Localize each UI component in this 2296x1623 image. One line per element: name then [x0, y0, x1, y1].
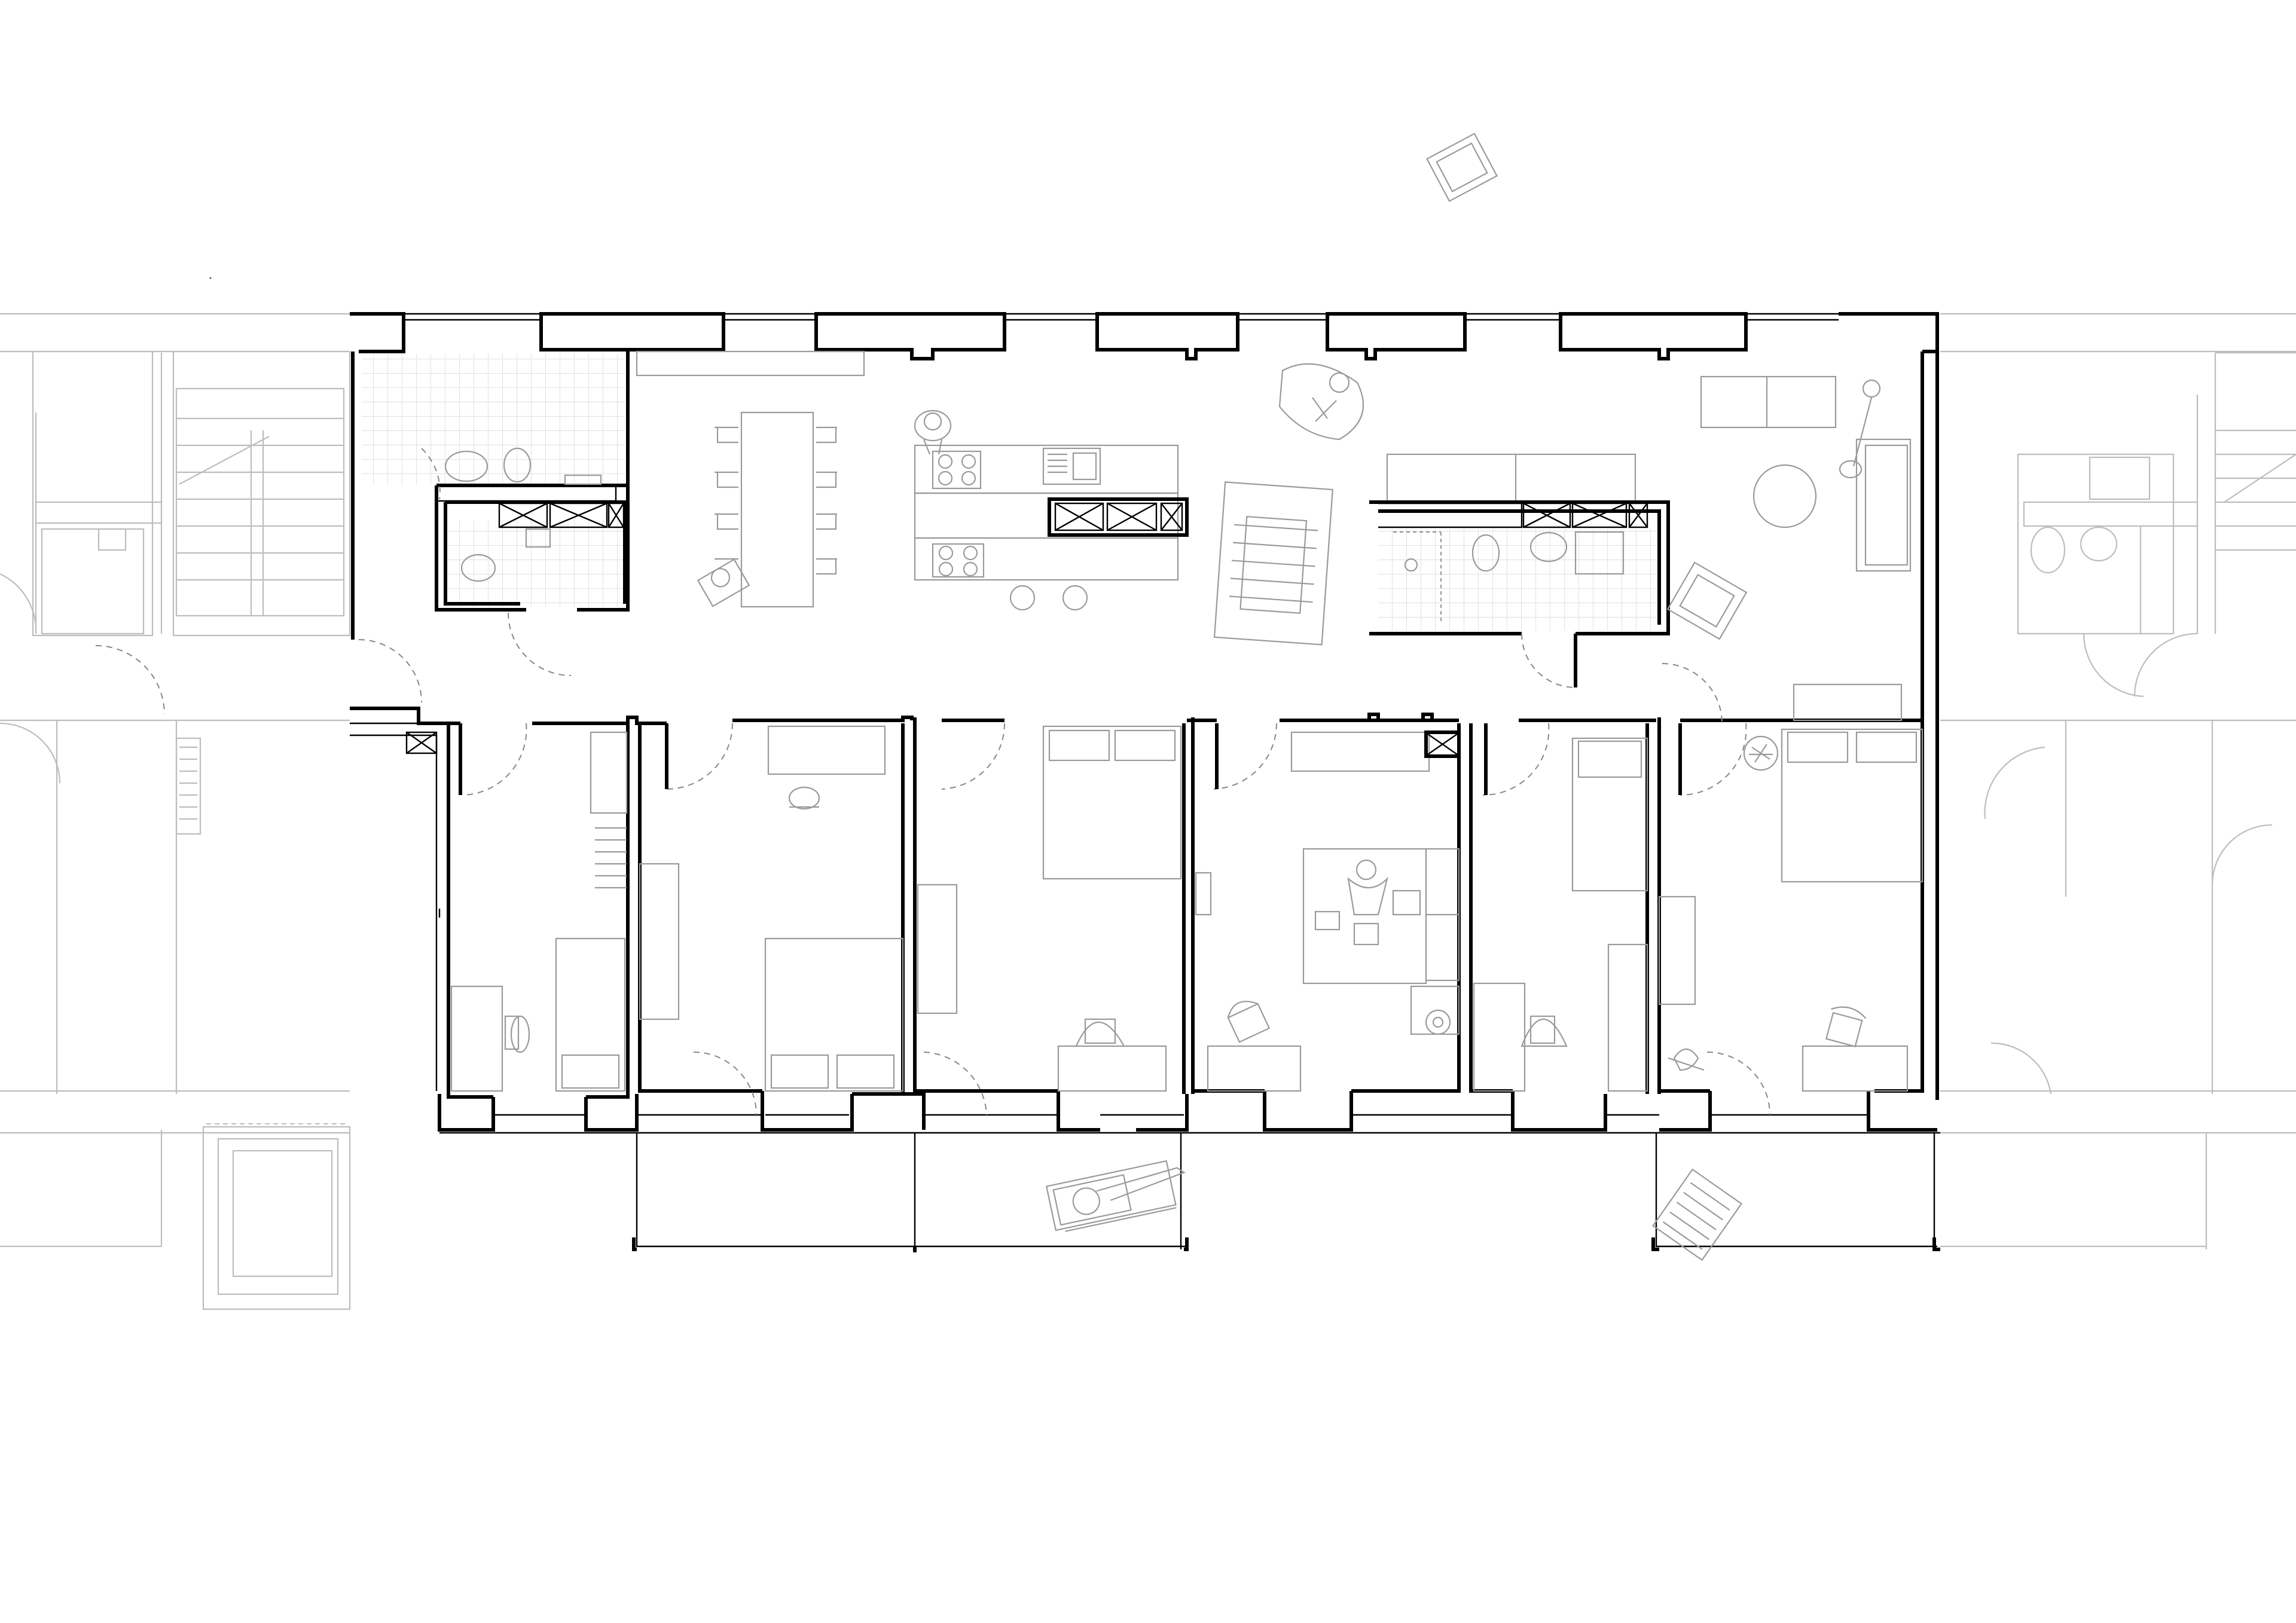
plant-small [1668, 1048, 1705, 1071]
dining-area [636, 350, 865, 608]
context-neighbour-right [1940, 313, 2296, 1249]
bedroom-5 [1473, 723, 1648, 1092]
outdoor-armchair [1426, 133, 1498, 202]
person-seated-dining [697, 558, 750, 607]
dining-chairs [715, 426, 837, 575]
desk-chair [504, 1015, 530, 1053]
armchair-living [1666, 561, 1748, 640]
bathroom-1 [358, 354, 628, 703]
person-cooking [914, 409, 952, 455]
bedroom-1 [450, 723, 628, 1092]
stair [175, 387, 345, 617]
plant [1743, 735, 1779, 771]
bedroom-2 [639, 723, 904, 1115]
bedroom-6 [1658, 723, 1923, 1115]
desk-chair [1075, 1018, 1125, 1047]
desk-chair [1825, 1006, 1867, 1047]
living-area [1213, 363, 1912, 724]
desk-chair [1521, 1015, 1568, 1047]
office-chair [788, 786, 820, 810]
exterior-walls [350, 312, 1939, 1100]
person-lounging [1278, 363, 1364, 441]
desk-chair [1227, 1001, 1271, 1043]
balcony-deck-chair [1652, 1168, 1743, 1261]
kitchen [914, 409, 1189, 611]
foosball-table [1213, 481, 1333, 646]
people-playing-game [1314, 859, 1421, 946]
context-neighbour-left [0, 313, 351, 1310]
bedroom-4 [1195, 723, 1461, 1092]
balcony-lounger [1045, 1160, 1186, 1232]
bedroom-3 [917, 723, 1182, 1115]
